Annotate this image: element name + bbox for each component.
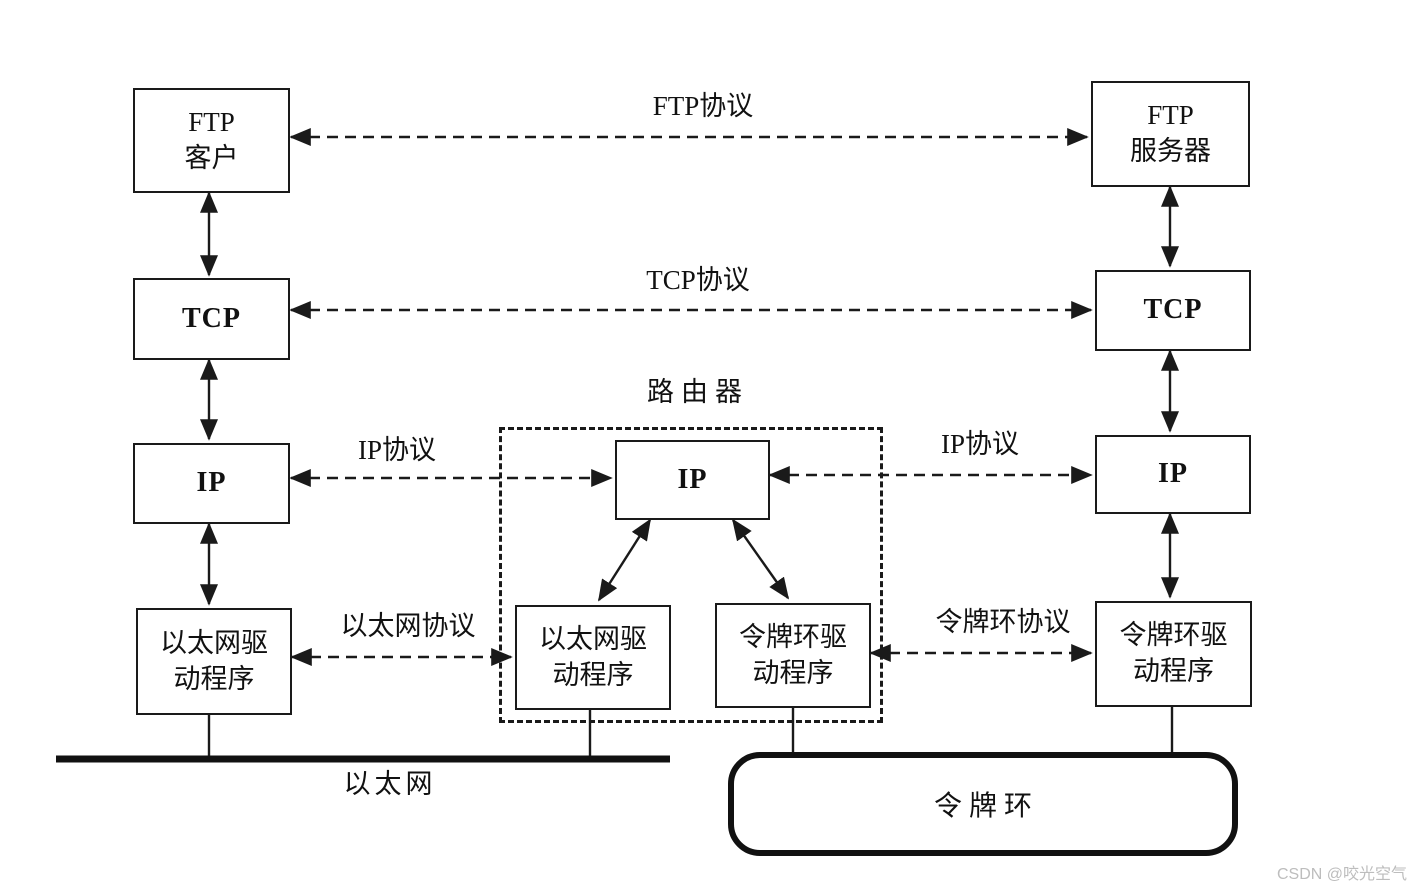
node-tokenring-driver-right-label: 令牌环驱 动程序 <box>1119 620 1228 686</box>
label-router-title: 路由器 <box>647 377 749 407</box>
label-ethernet-protocol: 以太网协议 <box>340 611 476 641</box>
arrow-routerip-trdriver <box>731 518 790 600</box>
node-ftp-server-label: FTP 服务器 <box>1130 100 1211 166</box>
node-router-ip: IP <box>615 440 770 520</box>
node-router-ip-label: IP <box>677 463 708 495</box>
arrow-routerip-ethdriver <box>597 518 652 602</box>
node-ip-left: IP <box>133 443 290 524</box>
router-boundary-box <box>499 427 883 723</box>
node-tcp-right: TCP <box>1095 270 1251 351</box>
node-router-tokenring-driver: 令牌环驱 动程序 <box>715 603 871 708</box>
node-tokenring-driver-right: 令牌环驱 动程序 <box>1095 601 1252 707</box>
label-tokenring-protocol: 令牌环协议 <box>935 607 1071 637</box>
node-ethernet-driver-left: 以太网驱 动程序 <box>136 608 292 715</box>
csdn-watermark: CSDN @咬光空气 <box>1276 866 1407 883</box>
node-ftp-server: FTP 服务器 <box>1091 81 1250 187</box>
node-ip-right-label: IP <box>1158 458 1188 490</box>
label-ethernet-network: 以太网 <box>343 769 437 799</box>
node-router-tokenring-driver-label: 令牌环驱 动程序 <box>739 621 847 688</box>
node-tcp-left-label: TCP <box>182 302 241 334</box>
node-ip-left-label: IP <box>196 467 227 499</box>
node-ftp-client: FTP 客户 <box>133 88 290 193</box>
node-tcp-left: TCP <box>133 278 290 360</box>
token-ring-network-label: 令 牌 环 <box>933 791 1032 822</box>
node-router-ethernet-driver: 以太网驱 动程序 <box>515 605 671 710</box>
label-ip-protocol-right: IP协议 <box>940 429 1019 459</box>
label-ip-protocol-left: IP协议 <box>357 435 436 465</box>
label-tcp-protocol: TCP协议 <box>646 265 750 295</box>
label-ftp-protocol: FTP协议 <box>652 91 754 121</box>
node-router-ethernet-driver-label: 以太网驱 动程序 <box>539 623 647 690</box>
node-ip-right: IP <box>1095 435 1251 514</box>
token-ring-network: 令 牌 环 <box>728 752 1238 856</box>
node-ethernet-driver-left-label: 以太网驱 动程序 <box>160 627 268 694</box>
node-ftp-client-label: FTP 客户 <box>184 106 239 173</box>
node-tcp-right-label: TCP <box>1143 294 1203 326</box>
